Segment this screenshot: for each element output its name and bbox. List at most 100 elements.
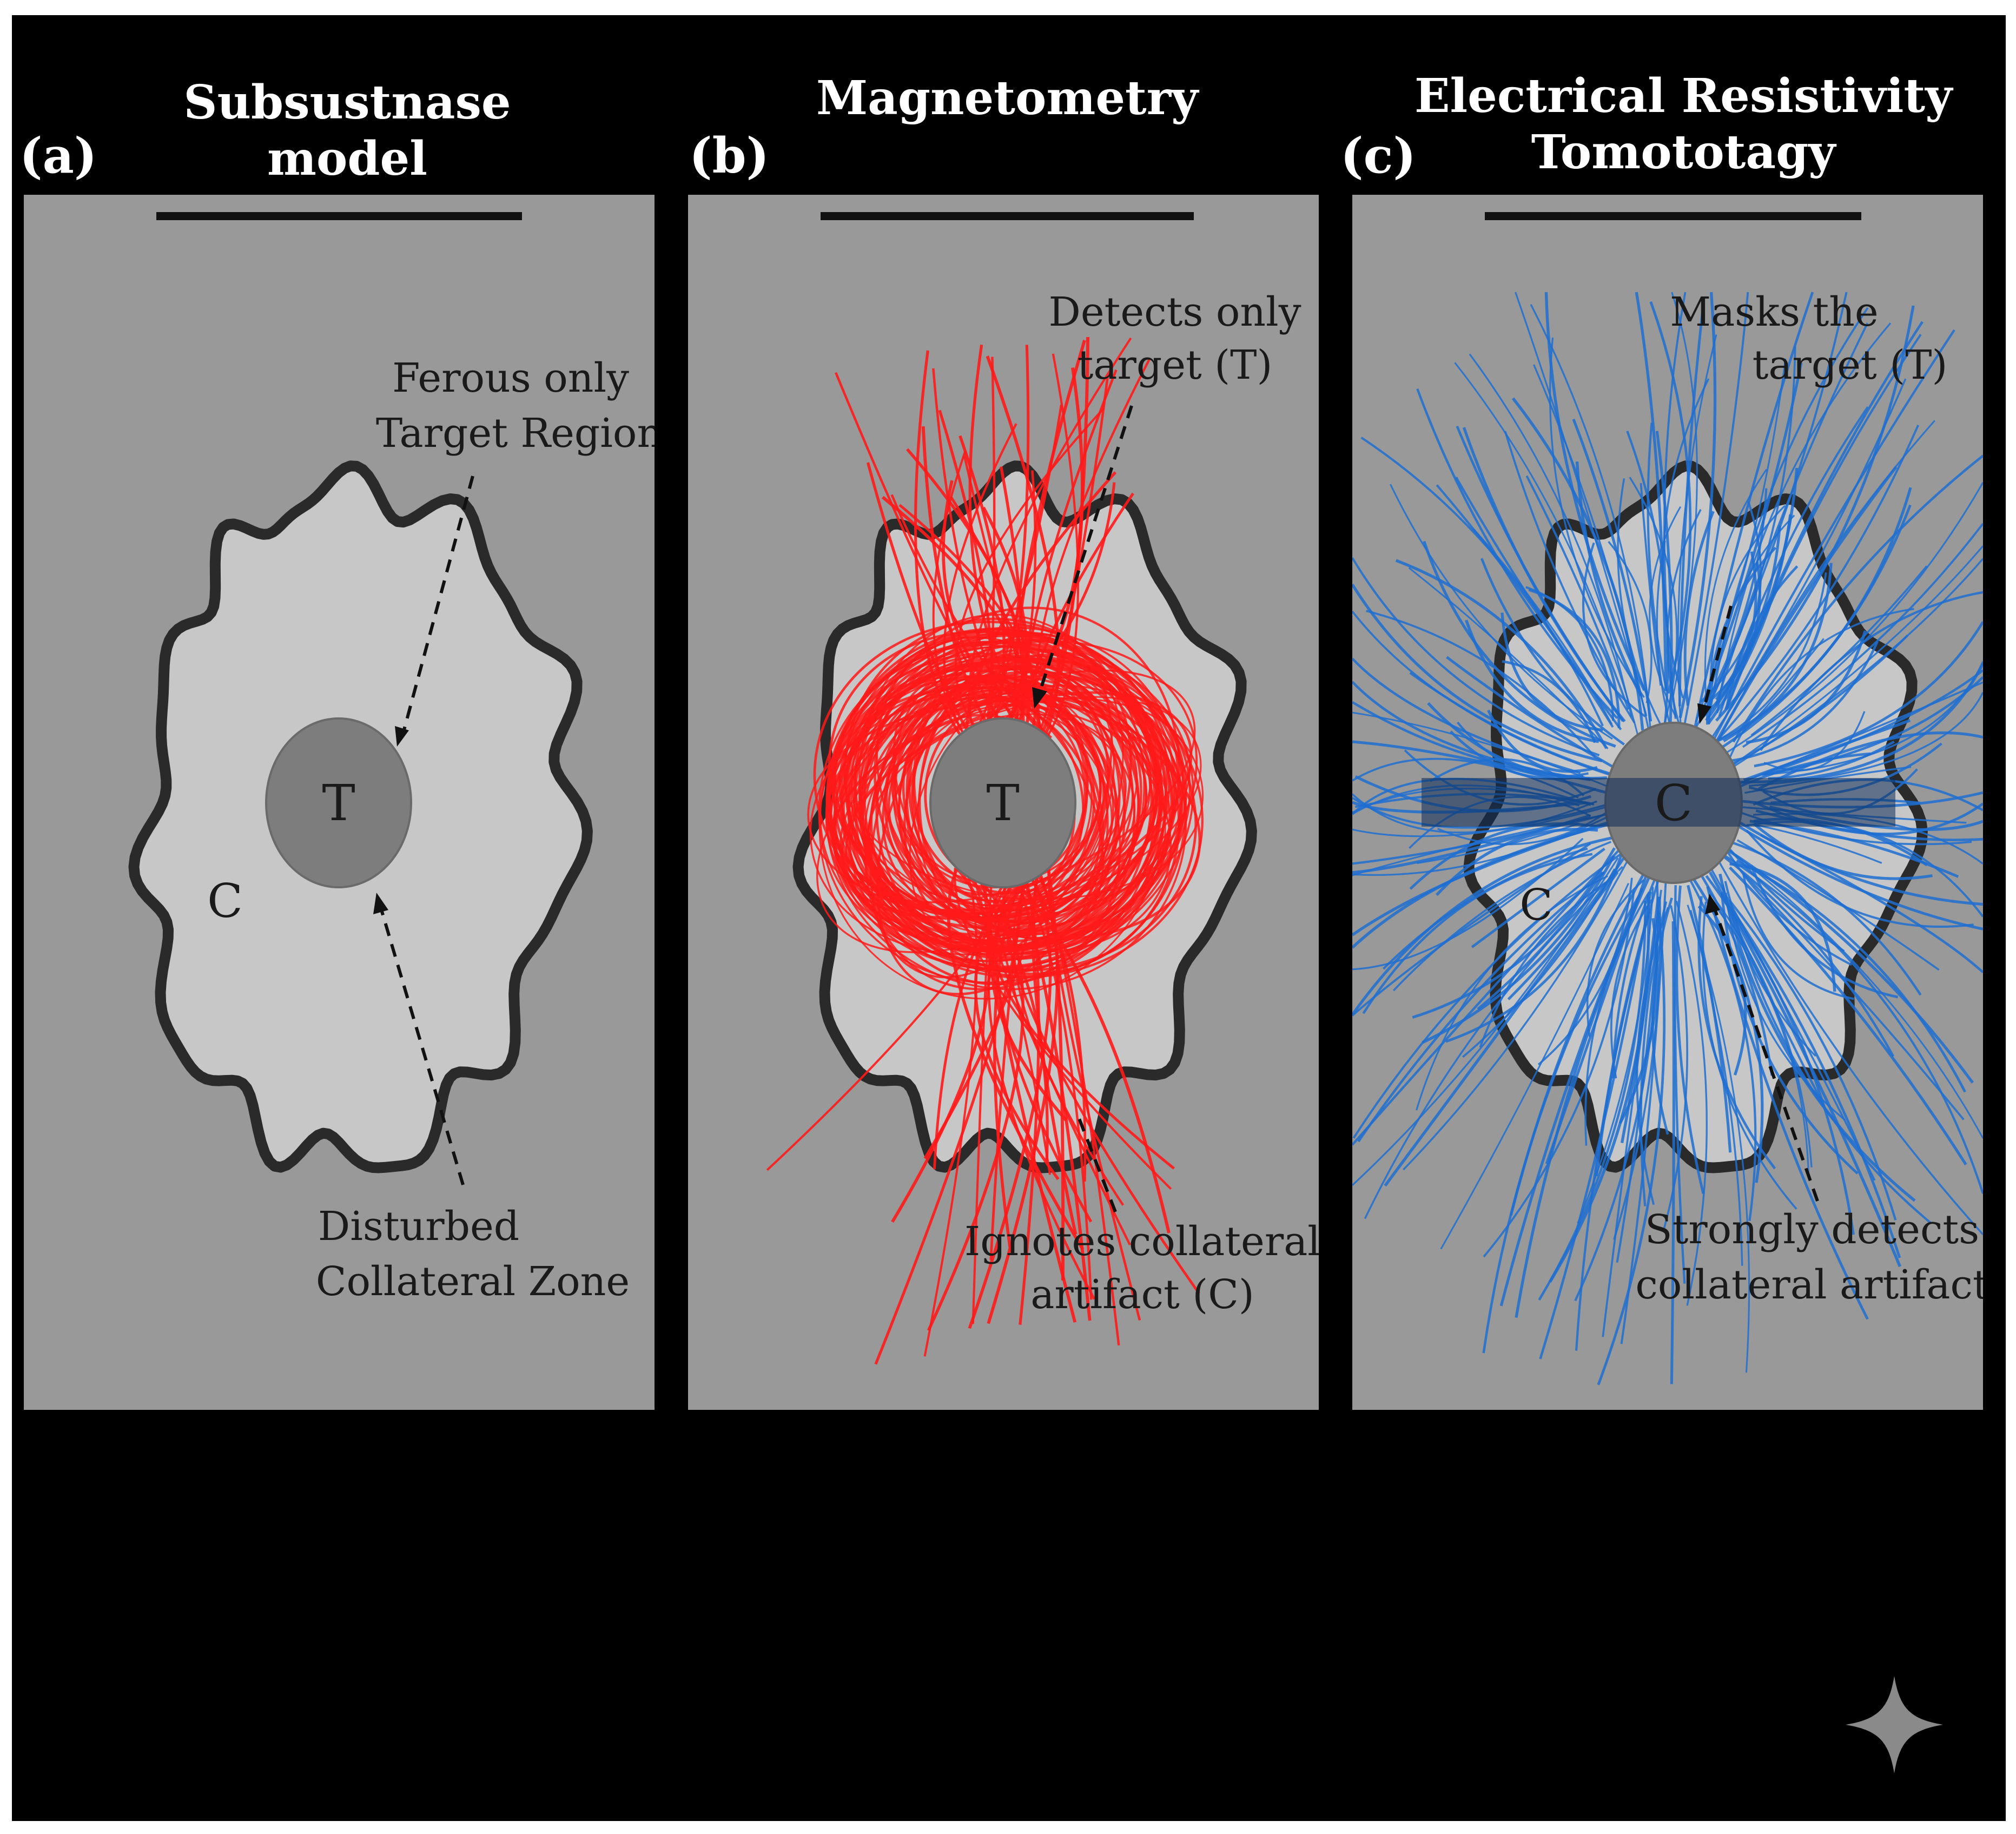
current-line bbox=[1722, 885, 1816, 1057]
current-line bbox=[1717, 572, 1827, 741]
target-label: T bbox=[322, 774, 355, 832]
annotation-arrow-bottom bbox=[1705, 894, 1819, 1202]
current-line bbox=[1715, 305, 1915, 722]
scale-bar bbox=[821, 212, 1194, 220]
annotation-top-line2: Target Region bbox=[376, 410, 655, 457]
current-line bbox=[1608, 540, 1653, 703]
heading-c: Electrical Resistivity Tomototagy bbox=[1397, 68, 1970, 181]
sparkle-icon bbox=[1846, 1676, 1943, 1773]
field-loop bbox=[911, 690, 1105, 895]
panel-c-diagram: C C Masks the target (T) Strongly detect… bbox=[1352, 212, 1983, 1386]
current-line bbox=[1436, 484, 1614, 728]
current-line bbox=[1456, 425, 1624, 722]
current-line bbox=[1597, 910, 1666, 1386]
current-line bbox=[1525, 475, 1630, 710]
current-line bbox=[1724, 881, 1932, 1224]
panel-b: T Detects only target (T) Ignotes collat… bbox=[688, 195, 1319, 1410]
current-line bbox=[1462, 868, 1616, 1058]
current-line bbox=[1649, 301, 1692, 694]
current-line bbox=[1760, 591, 1983, 751]
resistivity-band bbox=[1422, 778, 1895, 827]
current-line bbox=[1640, 483, 1662, 686]
current-line bbox=[1655, 431, 1673, 731]
field-line bbox=[890, 494, 1048, 739]
field-loop bbox=[843, 617, 1163, 948]
current-line bbox=[1758, 731, 1983, 790]
annotation-top-line1: Masks the bbox=[1670, 289, 1878, 335]
current-line bbox=[1610, 899, 1653, 1079]
field-loop bbox=[851, 696, 1152, 915]
current-line bbox=[1726, 482, 1983, 754]
current-line bbox=[1715, 420, 1935, 746]
current-line bbox=[1501, 612, 1603, 731]
current-line bbox=[1723, 898, 1901, 1258]
annotation-bottom-line1: Disturbed bbox=[318, 1203, 519, 1250]
panel-a-diagram: T C Ferous only Target Region Disturbed … bbox=[128, 212, 655, 1305]
current-line bbox=[1611, 875, 1658, 1079]
current-line bbox=[1613, 896, 1662, 1240]
target-ellipse bbox=[265, 717, 412, 888]
current-line bbox=[1635, 292, 1668, 691]
current-line bbox=[1674, 885, 1686, 1284]
current-line bbox=[1742, 873, 1854, 1000]
current-line bbox=[1572, 418, 1653, 722]
current-line bbox=[1718, 873, 1916, 1202]
current-line bbox=[1471, 847, 1605, 948]
field-line bbox=[1036, 377, 1109, 738]
heading-c-line1: Electrical Resistivity bbox=[1414, 69, 1953, 123]
current-line bbox=[1715, 525, 1781, 701]
current-line bbox=[1715, 856, 1983, 1236]
current-line bbox=[1455, 476, 1622, 730]
current-line bbox=[1743, 719, 1911, 782]
figure-canvas: Subsustnase model Magnetometry Electrica… bbox=[12, 15, 2006, 1821]
current-line bbox=[1586, 879, 1645, 1037]
zone-label: C bbox=[1519, 880, 1552, 930]
current-line bbox=[1730, 641, 1879, 762]
current-line bbox=[1707, 861, 1876, 1181]
current-line bbox=[1575, 461, 1643, 697]
field-loop bbox=[825, 645, 1187, 991]
current-line bbox=[1694, 292, 1814, 727]
current-line bbox=[1575, 874, 1661, 1351]
scale-bar bbox=[156, 212, 522, 220]
panel-letter-a: (a) bbox=[19, 127, 97, 184]
annotation-top-line2: target (T) bbox=[1753, 342, 1948, 388]
panel-b-diagram: T Detects only target (T) Ignotes collat… bbox=[766, 212, 1319, 1365]
zone-label: C bbox=[207, 874, 243, 928]
field-loop bbox=[833, 675, 1168, 944]
current-line bbox=[1528, 588, 1621, 728]
current-line bbox=[1697, 905, 1747, 1076]
current-line bbox=[1707, 514, 1792, 725]
annotation-arrow-top bbox=[1032, 405, 1133, 709]
panel-a: T C Ferous only Target Region Disturbed … bbox=[24, 195, 655, 1410]
current-line bbox=[1403, 861, 1628, 1171]
current-line bbox=[1362, 853, 1593, 1014]
field-loop bbox=[908, 675, 1088, 903]
field-loop bbox=[850, 697, 1136, 907]
current-line bbox=[1352, 557, 1600, 757]
current-line bbox=[1469, 353, 1632, 717]
annotation-top-line1: Detects only bbox=[1048, 289, 1301, 335]
annotation-arrow-bottom bbox=[1076, 1113, 1117, 1213]
current-line bbox=[1454, 362, 1640, 737]
current-line bbox=[1755, 824, 1882, 864]
current-line bbox=[1683, 511, 1715, 706]
heading-c-line2: Tomototagy bbox=[1531, 125, 1836, 180]
current-line bbox=[1427, 702, 1608, 780]
current-line bbox=[1706, 886, 1869, 1320]
current-line bbox=[1670, 921, 1675, 1384]
annotation-top-line2: target (T) bbox=[1078, 342, 1273, 388]
current-line bbox=[1675, 885, 1705, 1195]
scale-bar bbox=[1485, 212, 1861, 220]
current-line bbox=[1549, 894, 1650, 1283]
current-line bbox=[1722, 843, 1853, 966]
current-line bbox=[1352, 847, 1622, 1146]
heading-a: Subsustnase model bbox=[147, 75, 547, 187]
current-line bbox=[1705, 875, 1855, 1235]
current-line bbox=[1412, 847, 1616, 1019]
field-loop bbox=[913, 678, 1105, 936]
current-line bbox=[1352, 711, 1611, 789]
current-line bbox=[1357, 871, 1605, 1143]
current-line bbox=[1352, 583, 1603, 762]
current-line bbox=[1384, 871, 1619, 1187]
